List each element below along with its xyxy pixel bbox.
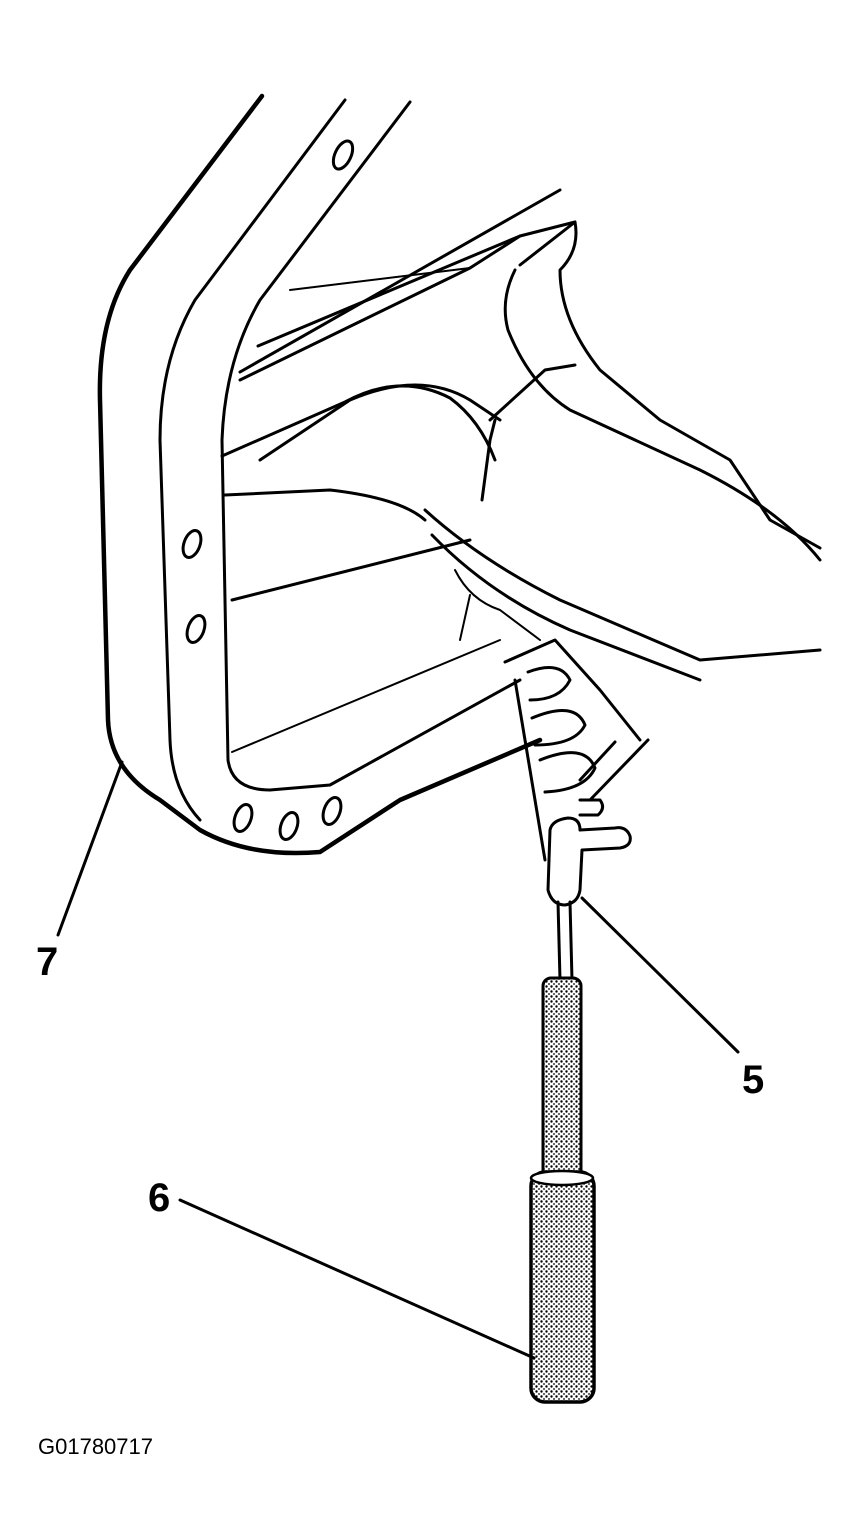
callout-label-5: 5 — [742, 1058, 765, 1102]
leader-line-7 — [56, 760, 124, 937]
figure-id: G01780717 — [38, 1434, 153, 1459]
seat-frame — [97, 93, 543, 856]
release-lever — [546, 798, 632, 907]
leader-lines — [56, 760, 740, 1360]
callout-label-6: 6 — [148, 1176, 171, 1220]
cushion-frame — [220, 188, 822, 682]
adjuster-rack — [503, 638, 650, 862]
tool — [529, 900, 596, 1404]
leader-line-6 — [178, 1198, 536, 1360]
callout-label-7: 7 — [36, 940, 59, 984]
leader-line-5 — [580, 896, 740, 1054]
